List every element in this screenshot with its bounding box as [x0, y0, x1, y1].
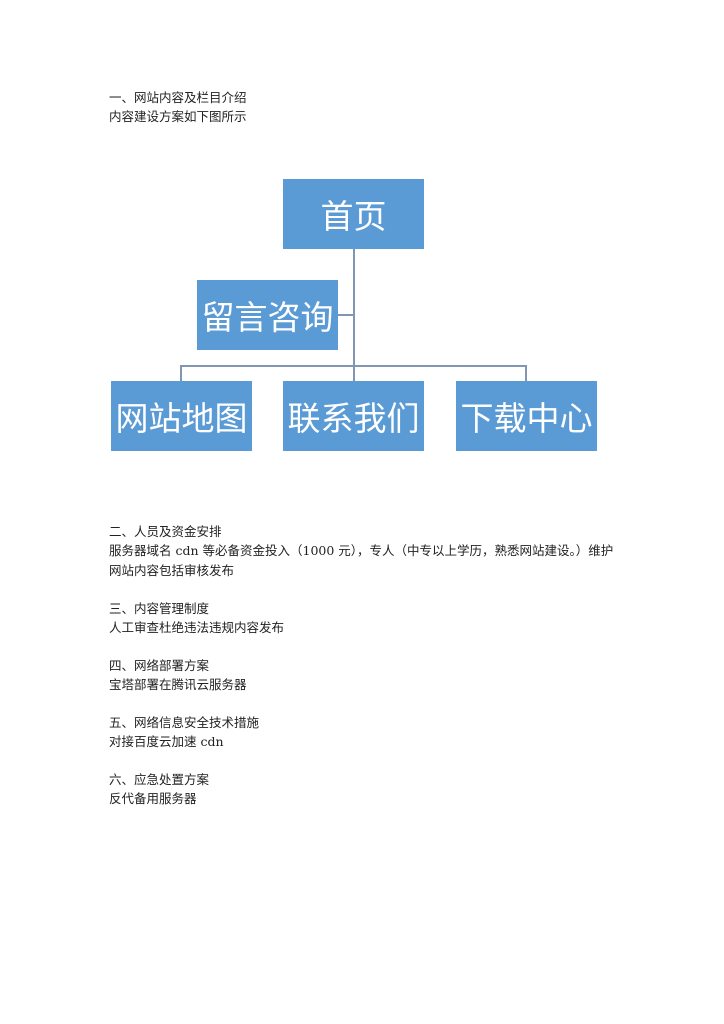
- section5-body: 对接百度云加速 cdn: [109, 734, 224, 749]
- section6-body: 反代备用服务器: [109, 791, 197, 806]
- connector-left-vertical: [180, 365, 182, 381]
- org-node-assistant: 留言咨询: [197, 280, 338, 350]
- org-node-root: 首页: [283, 179, 424, 249]
- org-node-child-1: 网站地图: [111, 381, 252, 451]
- section3-body: 人工审查杜绝违法违规内容发布: [109, 620, 285, 635]
- connector-assistant: [338, 314, 354, 316]
- org-node-child-2: 联系我们: [283, 381, 424, 451]
- section6-heading: 六、应急处置方案: [109, 772, 210, 787]
- connector-right-vertical: [525, 365, 527, 381]
- section2-body-line2: 网站内容包括审核发布: [109, 563, 235, 578]
- section1-body: 内容建设方案如下图所示: [109, 109, 247, 124]
- section5-heading: 五、网络信息安全技术措施: [109, 715, 260, 730]
- section1-heading: 一、网站内容及栏目介绍: [109, 90, 247, 105]
- section4-heading: 四、网络部署方案: [109, 658, 210, 673]
- connector-root-vertical: [353, 249, 355, 381]
- org-node-child-3: 下载中心: [456, 381, 597, 451]
- connector-horizontal: [180, 365, 527, 367]
- section2-body-line1: 服务器域名 cdn 等必备资金投入（1000 元），专人（中专以上学历，熟悉网站…: [109, 543, 614, 558]
- section2-heading: 二、人员及资金安排: [109, 524, 222, 539]
- section3-heading: 三、内容管理制度: [109, 601, 210, 616]
- section4-body: 宝塔部署在腾讯云服务器: [109, 677, 247, 692]
